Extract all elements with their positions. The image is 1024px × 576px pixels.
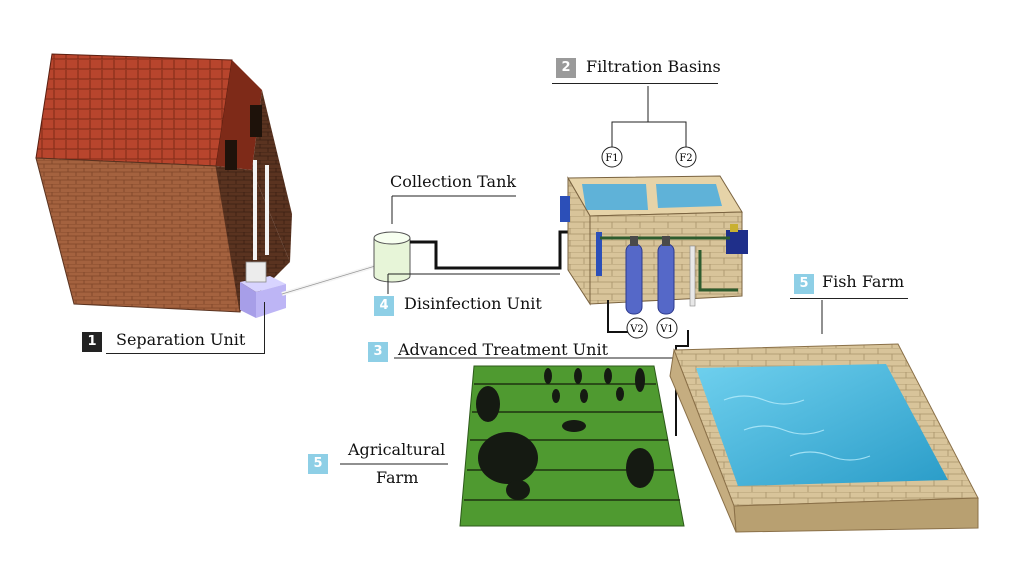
collection-tank-label: Collection Tank xyxy=(390,172,517,191)
filter-marker-f2: F2 xyxy=(675,146,697,168)
valve-marker-v1: V1 xyxy=(656,317,678,339)
agricultural-farm-label-line2: Farm xyxy=(376,468,419,487)
valve-marker-v2: V2 xyxy=(626,317,648,339)
separation-unit-label: Separation Unit xyxy=(116,330,246,349)
svg-text:V2: V2 xyxy=(629,324,644,335)
step-badge-advanced: 3 xyxy=(368,342,388,362)
separation-unit-leader xyxy=(264,302,265,354)
svg-text:F1: F1 xyxy=(605,153,618,164)
agricultural-farm-label-line1: Agricaltural xyxy=(348,440,446,459)
filter-column-v1 xyxy=(657,236,675,315)
separation-unit-box xyxy=(240,261,286,318)
filter-marker-f1: F1 xyxy=(601,146,623,168)
svg-text:F2: F2 xyxy=(679,153,692,164)
filtration-basins-underline xyxy=(552,83,718,84)
step-badge-fish: 5 xyxy=(794,274,814,294)
filtration-basins-label: Filtration Basins xyxy=(586,57,721,76)
filtration-basin-block xyxy=(560,175,748,307)
filter-column-v2 xyxy=(625,236,643,315)
collection-tank xyxy=(373,231,411,283)
fish-pond xyxy=(669,343,979,533)
separation-unit-underline xyxy=(106,353,265,354)
step-badge-disinfection: 4 xyxy=(374,296,394,316)
fish-farm-underline xyxy=(790,298,908,299)
step-badge-separation: 1 xyxy=(82,332,102,352)
disinfection-unit-label: Disinfection Unit xyxy=(404,294,542,313)
house-illustration xyxy=(35,53,292,313)
step-badge-agricultural: 5 xyxy=(308,454,328,474)
advanced-treatment-label: Advanced Treatment Unit xyxy=(398,340,608,359)
agricultural-field xyxy=(459,365,685,527)
step-badge-filtration: 2 xyxy=(556,58,576,78)
fish-farm-label: Fish Farm xyxy=(822,272,905,291)
svg-text:V1: V1 xyxy=(659,324,674,335)
pipe-to-filtration xyxy=(410,230,574,270)
